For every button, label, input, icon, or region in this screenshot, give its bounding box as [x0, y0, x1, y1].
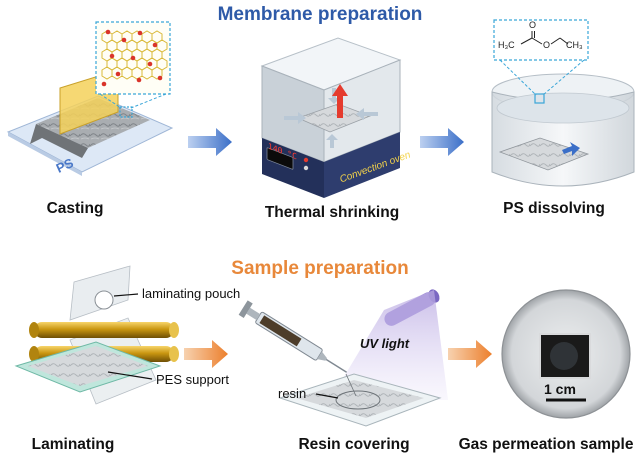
caption-laminating: Laminating	[31, 436, 115, 453]
chem-ch3-right: CH₃	[566, 40, 583, 50]
convection-oven-illustration	[260, 37, 402, 198]
arrow-laminating-to-resin	[184, 340, 228, 368]
chem-o-carbonyl: O	[529, 20, 537, 30]
caption-ps-dissolving: PS dissolving	[503, 200, 605, 217]
arrow-casting-to-shrinking	[188, 128, 232, 156]
caption-casting: Casting	[46, 200, 104, 217]
chem-o-ester: O	[543, 40, 551, 50]
laminating-illustration	[14, 265, 179, 405]
caption-thermal-shrinking: Thermal shrinking	[264, 204, 400, 221]
membrane-preparation-title: Membrane preparation	[217, 4, 423, 25]
laminating-pouch-label: laminating pouch	[142, 286, 241, 301]
caption-resin-covering: Resin covering	[298, 436, 410, 453]
resin-covering-illustration	[238, 289, 448, 427]
caption-gas-permeation-sample: Gas permeation sample	[458, 436, 634, 453]
scale-bar-label: 1 cm	[544, 381, 576, 397]
ethyl-acetate-structure	[520, 31, 569, 45]
chem-ch3-left: H₃C	[498, 40, 515, 50]
sample-preparation-title: Sample preparation	[231, 258, 409, 279]
arrow-shrinking-to-dissolving	[420, 128, 464, 156]
gas-permeation-sample-photo	[494, 278, 640, 426]
resin-label: resin	[278, 386, 307, 401]
uv-light-label: UV light	[360, 336, 410, 351]
beaker-illustration	[491, 19, 635, 187]
arrow-resin-to-sample	[448, 340, 492, 368]
syringe-icon	[238, 300, 347, 373]
casting-illustration	[6, 21, 174, 176]
pes-support-label: PES support	[156, 372, 229, 387]
oxygen-groups	[101, 29, 163, 87]
